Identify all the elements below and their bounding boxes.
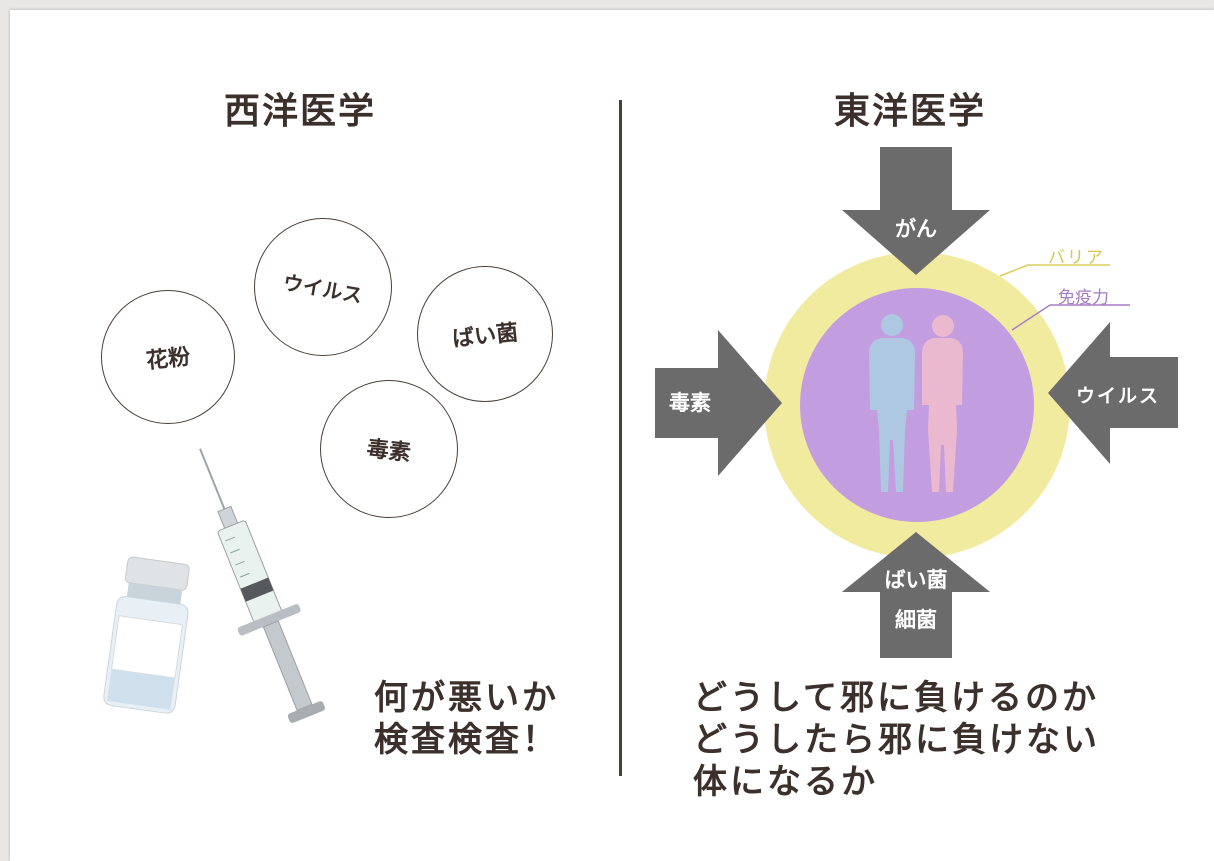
western-caption-line-2: 検査検査！ xyxy=(374,720,559,760)
immunity-label: 免疫力 xyxy=(1058,288,1109,308)
germ-bubble: ばい菌 xyxy=(417,266,553,402)
eastern-medicine-title: 東洋医学 xyxy=(834,91,987,132)
syringe-illustration xyxy=(199,448,326,723)
barrier-label: バリア xyxy=(1048,248,1105,268)
pollen-bubble: 花粉 xyxy=(101,290,235,424)
center-divider xyxy=(619,100,622,776)
western-caption: 何が悪いか 検査検査！ xyxy=(374,677,559,761)
female-figure-icon xyxy=(922,315,963,492)
western-caption-line-1: 何が悪いか xyxy=(374,678,559,718)
immunity-circle xyxy=(800,288,1034,522)
bottom-arrow xyxy=(842,532,990,658)
left-arrow xyxy=(655,330,782,476)
eastern-caption-line-1: どうして邪に負けるのか xyxy=(693,678,1099,718)
eastern-caption: どうして邪に負けるのか どうしたら邪に負けない 体になるか xyxy=(693,677,1100,803)
toxin-bubble: 毒素 xyxy=(320,380,458,518)
male-figure-icon xyxy=(869,314,915,492)
western-medicine-title: 西洋医学 xyxy=(224,91,377,132)
eastern-caption-line-3: 体になるか xyxy=(693,762,878,802)
bottom-arrow-label-germ: ばい菌 xyxy=(884,568,948,592)
eastern-caption-line-2: どうしたら邪に負けない xyxy=(693,720,1100,760)
top-arrow xyxy=(842,147,990,275)
left-arrow-label: 毒素 xyxy=(669,391,711,415)
bottom-arrow-label-bacteria: 細菌 xyxy=(895,608,937,632)
virus-bubble: ウイルス xyxy=(254,218,392,356)
vial-illustration xyxy=(103,556,190,714)
right-arrow xyxy=(1048,322,1178,464)
top-arrow-label: がん xyxy=(895,217,937,241)
right-arrow-label: ウイルス xyxy=(1075,385,1160,407)
